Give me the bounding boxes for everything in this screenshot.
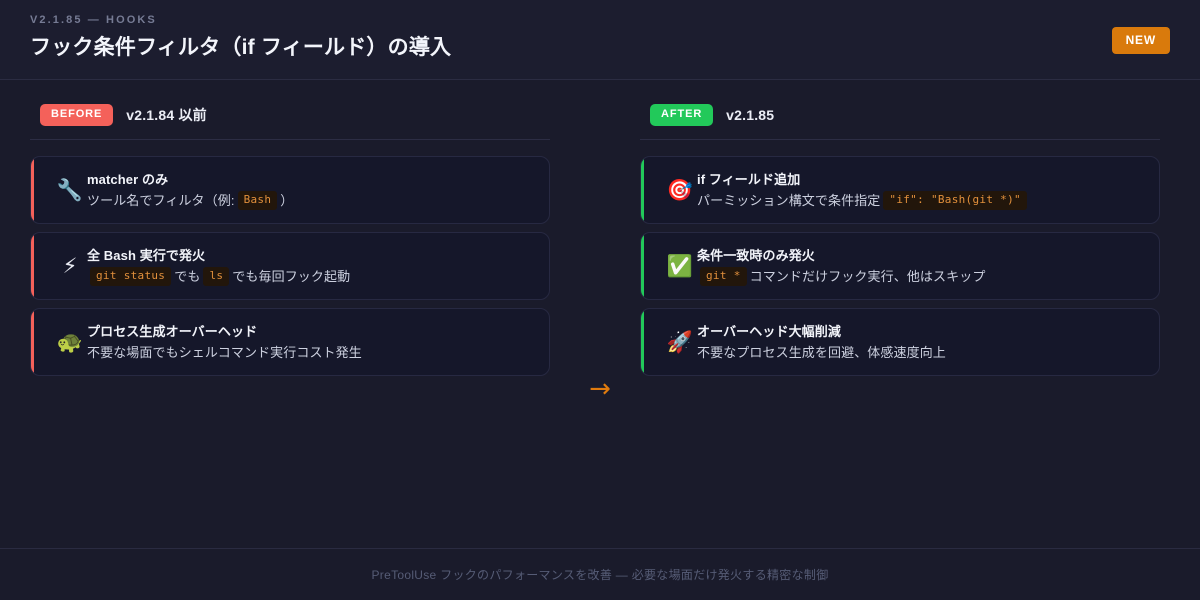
before-version-label: v2.1.84 以前 bbox=[126, 107, 207, 123]
after-version-label: v2.1.85 bbox=[726, 107, 775, 123]
before-card-2-desc: git status でも ls でも毎回フック起動 bbox=[87, 266, 533, 286]
page-header: V2.1.85 — HOOKS フック条件フィルタ（if フィールド）の導入 N… bbox=[0, 0, 1200, 80]
after-tag: AFTER bbox=[650, 104, 714, 126]
before-column: BEFORE v2.1.84 以前 🔧 matcher のみ ツール名でフィルタ… bbox=[30, 104, 550, 384]
comparison-columns: BEFORE v2.1.84 以前 🔧 matcher のみ ツール名でフィルタ… bbox=[30, 80, 1170, 384]
before-card-3-text: プロセス生成オーバーヘッド 不要な場面でもシェルコマンド実行コスト発生 bbox=[87, 323, 533, 362]
before-card-3-desc: 不要な場面でもシェルコマンド実行コスト発生 bbox=[87, 343, 533, 362]
before-card-2-text: 全 Bash 実行で発火 git status でも ls でも毎回フック起動 bbox=[87, 247, 533, 286]
page-title: フック条件フィルタ（if フィールド）の導入 bbox=[30, 36, 452, 59]
before-card-2: ⚡ 全 Bash 実行で発火 git status でも ls でも毎回フック起… bbox=[30, 232, 550, 300]
before-card-1-text: matcher のみ ツール名でフィルタ（例: Bash ） bbox=[87, 171, 533, 210]
after-card-2-desc-tail: コマンドだけフック実行、他はスキップ bbox=[749, 268, 986, 284]
before-card-2-title: 全 Bash 実行で発火 bbox=[87, 247, 206, 263]
before-card-1-title: matcher のみ bbox=[87, 171, 169, 187]
after-card-1-desc-lead: パーミッション構文で条件指定 bbox=[697, 192, 881, 208]
target-icon: 🎯 bbox=[666, 177, 694, 202]
before-card-1-code: Bash bbox=[237, 190, 278, 210]
after-card-2-code: git * bbox=[700, 266, 747, 286]
after-card-2-title: 条件一致時のみ発火 bbox=[697, 247, 815, 263]
turtle-icon: 🐢 bbox=[56, 329, 84, 354]
before-card-3-desc-lead: 不要な場面でもシェルコマンド実行コスト発生 bbox=[87, 344, 362, 360]
after-card-1-desc: パーミッション構文で条件指定 "if": "Bash(git *)" bbox=[697, 190, 1143, 210]
after-card-3-text: オーバーヘッド大幅削減 不要なプロセス生成を回避、体感速度向上 bbox=[697, 323, 1143, 362]
page-footer: PreToolUse フックのパフォーマンスを改善 — 必要な場面だけ発火する精… bbox=[0, 548, 1200, 600]
before-card-2-desc-mid: でも bbox=[174, 268, 201, 284]
after-card-1-code: "if": "Bash(git *)" bbox=[883, 190, 1027, 210]
after-card-3-title: オーバーヘッド大幅削減 bbox=[697, 323, 841, 339]
before-column-header: BEFORE v2.1.84 以前 bbox=[30, 104, 550, 140]
after-column-header: AFTER v2.1.85 bbox=[640, 104, 1160, 140]
before-card-3: 🐢 プロセス生成オーバーヘッド 不要な場面でもシェルコマンド実行コスト発生 bbox=[30, 308, 550, 376]
after-card-3-desc: 不要なプロセス生成を回避、体感速度向上 bbox=[697, 343, 1143, 362]
after-card-2: ✅ 条件一致時のみ発火 git * コマンドだけフック実行、他はスキップ bbox=[640, 232, 1160, 300]
after-card-3: 🚀 オーバーヘッド大幅削減 不要なプロセス生成を回避、体感速度向上 bbox=[640, 308, 1160, 376]
before-card-1: 🔧 matcher のみ ツール名でフィルタ（例: Bash ） bbox=[30, 156, 550, 224]
after-card-1-text: if フィールド追加 パーミッション構文で条件指定 "if": "Bash(gi… bbox=[697, 171, 1143, 210]
after-card-2-desc: git * コマンドだけフック実行、他はスキップ bbox=[697, 266, 1143, 286]
rocket-icon: 🚀 bbox=[666, 329, 694, 354]
before-card-2-code-1: git status bbox=[90, 266, 172, 286]
before-card-1-desc: ツール名でフィルタ（例: Bash ） bbox=[87, 190, 533, 210]
before-card-2-code-2: ls bbox=[203, 266, 230, 286]
after-column: AFTER v2.1.85 🎯 if フィールド追加 パーミッション構文で条件指… bbox=[640, 104, 1160, 384]
footer-caption: PreToolUse フックのパフォーマンスを改善 — 必要な場面だけ発火する精… bbox=[371, 568, 829, 582]
after-card-1-title: if フィールド追加 bbox=[697, 171, 801, 187]
wrench-icon: 🔧 bbox=[56, 177, 84, 202]
before-tag: BEFORE bbox=[40, 104, 114, 126]
lightning-icon: ⚡ bbox=[62, 253, 78, 278]
after-card-1: 🎯 if フィールド追加 パーミッション構文で条件指定 "if": "Bash(… bbox=[640, 156, 1160, 224]
before-card-1-desc-tail: ） bbox=[280, 192, 294, 208]
transition-arrow-icon: → bbox=[589, 374, 611, 404]
new-badge: NEW bbox=[1111, 27, 1170, 54]
after-card-2-text: 条件一致時のみ発火 git * コマンドだけフック実行、他はスキップ bbox=[697, 247, 1143, 286]
content-area: BEFORE v2.1.84 以前 🔧 matcher のみ ツール名でフィルタ… bbox=[0, 80, 1200, 548]
before-card-3-title: プロセス生成オーバーヘッド bbox=[87, 323, 258, 339]
before-card-2-desc-tail: でも毎回フック起動 bbox=[232, 268, 351, 284]
check-mark-icon: ✅ bbox=[666, 253, 694, 278]
before-card-1-desc-lead: ツール名でフィルタ（例: bbox=[87, 192, 235, 208]
after-card-3-desc-lead: 不要なプロセス生成を回避、体感速度向上 bbox=[697, 344, 946, 360]
eyebrow-label: V2.1.85 — HOOKS bbox=[30, 14, 157, 26]
